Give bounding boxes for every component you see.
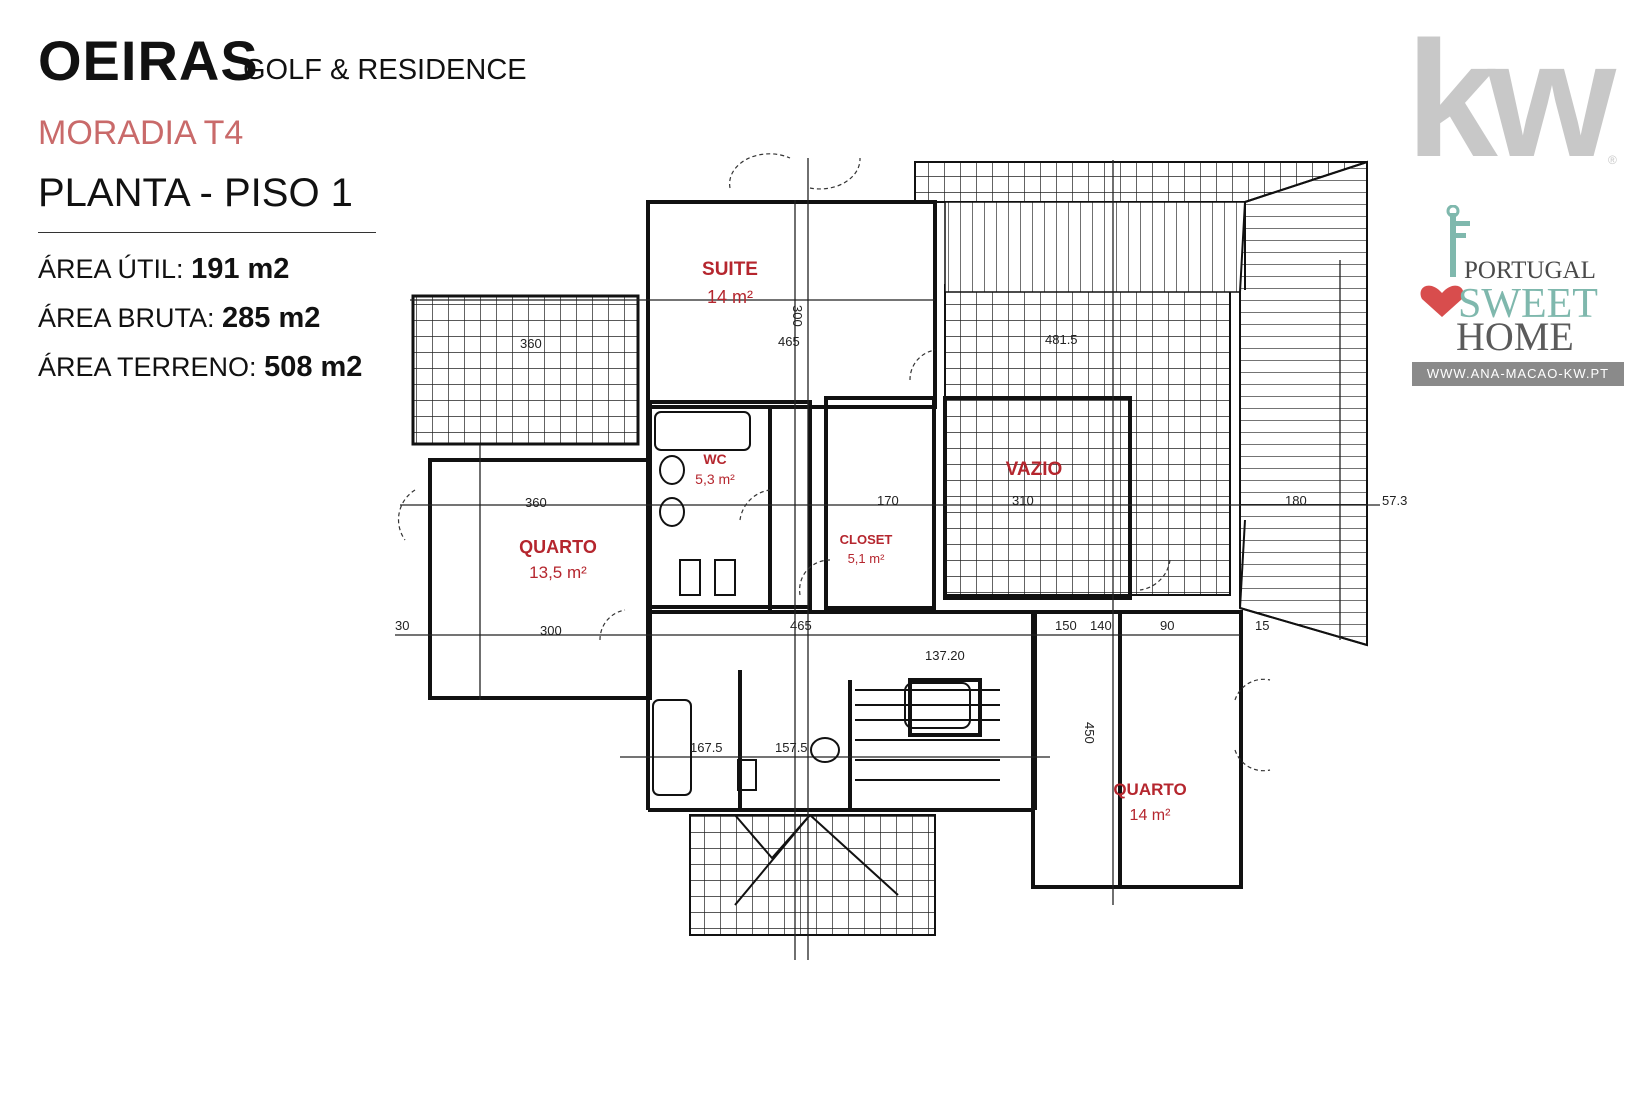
area-util: ÁREA ÚTIL: 191 m2	[38, 253, 289, 286]
portugal-sweet-home-logo: PORTUGAL SWEET HOME WWW.ANA-MACAO-KW.PT	[1412, 205, 1624, 386]
room-suite-area: 14 m²	[707, 287, 753, 307]
room-labels: SUITE 14 m² WC 5,3 m² VAZIO QUARTO 13,5 …	[519, 259, 1187, 824]
dimension-lines	[395, 158, 1380, 960]
dim-label: 450	[1082, 722, 1097, 744]
key-heart-icon	[1420, 205, 1470, 317]
project-title: OEIRAS	[38, 29, 259, 92]
basin-lower	[810, 737, 840, 763]
room-quarto1-area: 13,5 m²	[529, 563, 587, 582]
fixtures	[652, 411, 1000, 796]
roof-right	[1239, 160, 1368, 647]
area-terreno-label: ÁREA TERRENO:	[38, 352, 265, 382]
terrace-left	[411, 294, 640, 446]
toilet-lower	[737, 759, 757, 791]
bathtub-wc	[654, 411, 751, 451]
kw-logo: kw ®	[1406, 7, 1627, 191]
dim-label: 360	[525, 495, 547, 510]
dim-label: 150	[1055, 618, 1077, 633]
dim-label: 360	[520, 336, 542, 351]
room-closet-name: CLOSET	[840, 532, 893, 547]
area-util-value: 191 m2	[191, 253, 290, 285]
room-suite-name: SUITE	[702, 259, 758, 280]
area-bruta: ÁREA BRUTA: 285 m2	[38, 302, 320, 335]
logo-portugal-text: PORTUGAL	[1464, 257, 1596, 284]
dim-label: 300	[790, 305, 805, 327]
area-terreno-value: 508 m2	[264, 351, 363, 383]
dim-label: 157.5	[775, 740, 808, 755]
plan-title: PLANTA - PISO 1	[38, 171, 353, 215]
kw-registered-mark: ®	[1608, 153, 1617, 167]
dim-label: 481.5	[1045, 332, 1078, 347]
bathtub-lower	[652, 699, 692, 796]
dim-label: 180	[1285, 493, 1307, 508]
roof-areas	[732, 160, 1368, 906]
walls	[428, 200, 1243, 889]
area-util-label: ÁREA ÚTIL:	[38, 254, 192, 284]
tiled-terraces	[411, 284, 1231, 936]
area-terreno: ÁREA TERRENO: 508 m2	[38, 351, 362, 384]
bidet-wc	[714, 559, 736, 596]
room-wc-name: WC	[703, 451, 726, 467]
dim-label: 310	[1012, 493, 1034, 508]
toilet-wc	[679, 559, 701, 596]
project-subtitle: GOLF & RESIDENCE	[243, 54, 527, 86]
room-quarto2-name: QUARTO	[1113, 780, 1186, 799]
door-swings	[397, 153, 1271, 772]
dim-label: 137.20	[925, 648, 965, 663]
area-bruta-value: 285 m2	[222, 302, 321, 334]
title-divider	[38, 232, 376, 233]
dim-label: 57.3	[1382, 493, 1407, 508]
dim-label: 90	[1160, 618, 1174, 633]
room-wc-area: 5,3 m²	[695, 471, 735, 487]
dim-label: 140	[1090, 618, 1112, 633]
room-quarto2-area: 14 m²	[1130, 807, 1172, 824]
property-type: MORADIA T4	[38, 114, 244, 152]
sink-1	[659, 455, 685, 485]
dim-label: 465	[790, 618, 812, 633]
logo-sweet-text: SWEET	[1458, 281, 1598, 327]
sink-2	[659, 497, 685, 527]
kw-logo-text: kw	[1412, 28, 1617, 168]
room-closet-area: 5,1 m²	[848, 551, 886, 566]
logo-home-text: HOME	[1456, 314, 1574, 359]
dim-label: 170	[877, 493, 899, 508]
kw-logo-graphic: kw ®	[1406, 7, 1627, 191]
website-url[interactable]: WWW.ANA-MACAO-KW.PT	[1412, 362, 1624, 386]
dim-label: 15	[1255, 618, 1269, 633]
roof-top-inner	[944, 201, 1246, 293]
terrace-right	[944, 284, 1231, 596]
room-vazio-name: VAZIO	[1006, 459, 1063, 480]
dim-label: 30	[395, 618, 409, 633]
dim-label: 465	[778, 334, 800, 349]
dimension-labels: 360 465 481.5 360 300 310 180 300 450 17…	[395, 305, 1407, 755]
dim-label: 300	[540, 623, 562, 638]
terrace-bottom	[689, 814, 936, 936]
room-quarto1-name: QUARTO	[519, 537, 597, 557]
area-bruta-label: ÁREA BRUTA:	[38, 303, 223, 333]
dim-label: 167.5	[690, 740, 723, 755]
